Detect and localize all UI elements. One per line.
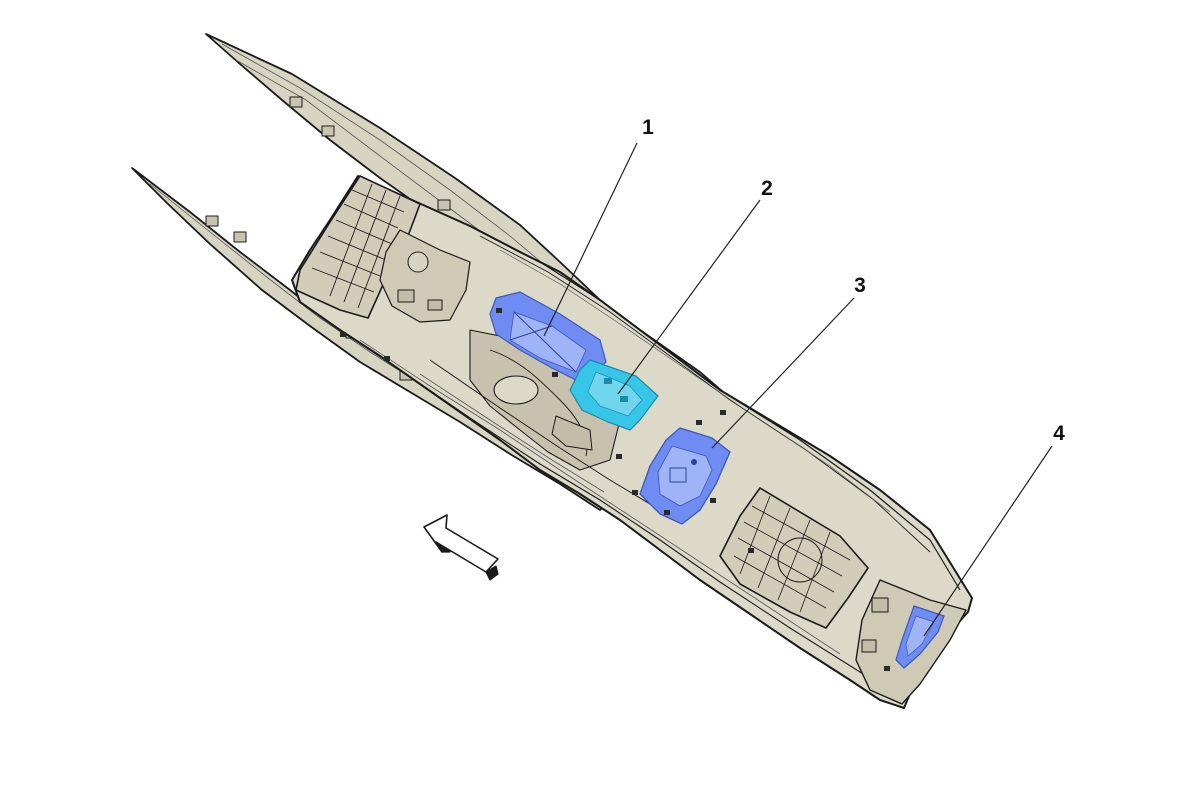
leader-lines	[543, 142, 1053, 637]
callout-label-1: 1	[642, 116, 654, 139]
part-4	[895, 605, 945, 669]
fasteners	[340, 308, 890, 671]
rear-hex-panel	[719, 487, 869, 629]
callout-labels: 1 2 3 4	[642, 116, 1065, 445]
callout-label-4: 4	[1053, 422, 1065, 445]
leader-line-2	[617, 199, 761, 395]
callout-label-3: 3	[854, 274, 866, 297]
leader-line-4	[923, 445, 1053, 637]
part-2	[569, 359, 659, 431]
mechanism-area	[379, 229, 661, 511]
front-direction-arrow-icon	[423, 514, 499, 581]
part-3	[639, 427, 731, 525]
callout-label-2: 2	[761, 177, 773, 200]
leader-line-1	[543, 142, 638, 337]
leader-line-3	[711, 297, 855, 449]
front-grid-tray	[295, 175, 421, 319]
